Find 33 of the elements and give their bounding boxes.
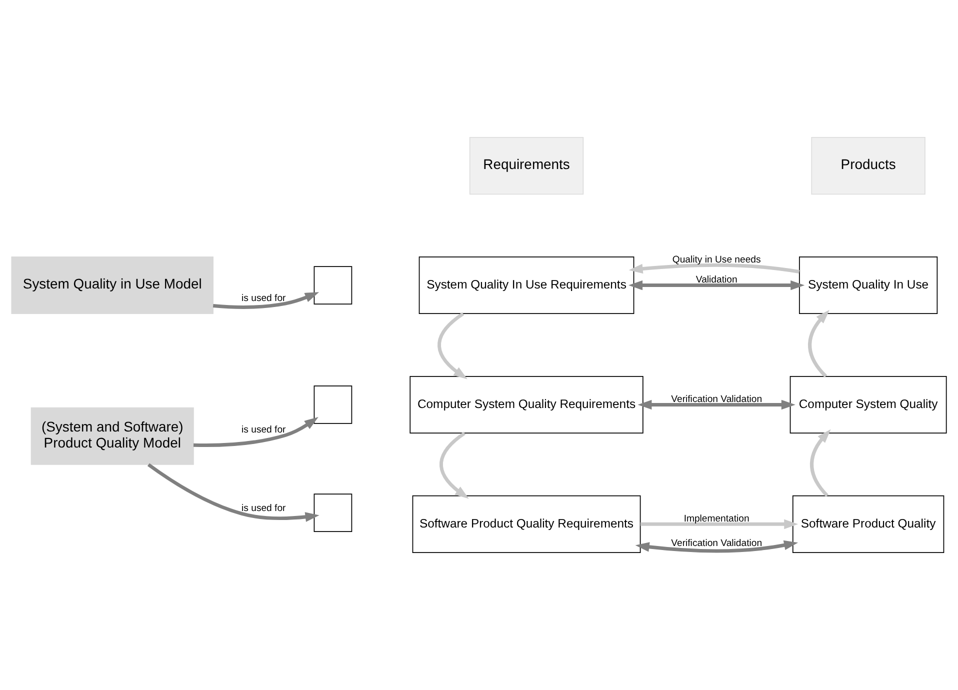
node-box: System Quality In Use Requirements	[418, 256, 634, 314]
edge-label: Verification Validation	[671, 394, 762, 405]
edge-label: Validation	[696, 274, 738, 286]
node-box: Computer System Quality Requirements	[410, 376, 644, 434]
node-box: System Quality In Use	[799, 256, 938, 314]
node-box: Requirements	[469, 137, 584, 195]
node-box: Software Product Quality Requirements	[412, 495, 641, 553]
node-box: Products	[811, 137, 926, 195]
edge-label: is used for	[242, 424, 286, 436]
arrow	[212, 292, 320, 309]
arrow	[147, 463, 320, 522]
edge-label: Quality in Use needs	[672, 254, 761, 266]
node-box: Software Product Quality	[792, 495, 944, 553]
node-box: Computer System Quality	[790, 376, 947, 434]
arrow	[438, 312, 468, 380]
edge-label: Verification Validation	[671, 538, 762, 549]
edge-label: is used for	[242, 502, 286, 514]
node-box: (System and Software) Product Quality Model	[30, 407, 194, 465]
arrow	[440, 432, 469, 499]
node-box	[314, 266, 352, 304]
arrow	[810, 429, 831, 497]
arrow	[628, 280, 805, 290]
arrow	[808, 310, 830, 378]
edge-label: is used for	[242, 292, 286, 304]
node-box: System Quality in Use Model	[11, 256, 214, 314]
arrow	[640, 519, 798, 530]
node-box	[314, 386, 352, 424]
arrow	[635, 540, 798, 553]
arrow	[628, 263, 800, 274]
arrow	[638, 400, 796, 410]
edge-label: Implementation	[684, 513, 750, 524]
node-box	[314, 494, 352, 532]
arrow	[193, 417, 318, 447]
